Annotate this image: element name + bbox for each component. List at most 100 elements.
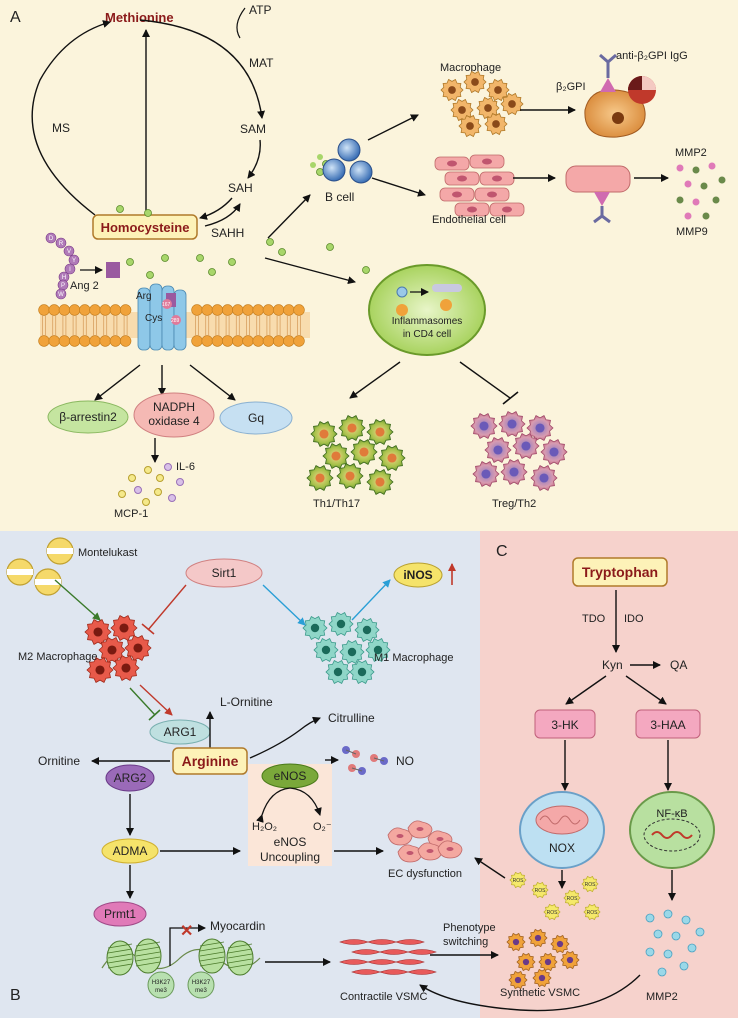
mmp2-label-c: MMP2 — [646, 991, 678, 1003]
sahh-label: SAHH — [211, 226, 244, 240]
homocysteine-label: Homocysteine — [101, 220, 190, 235]
macrophage-label: Macrophage — [440, 62, 501, 74]
ec-cell-cluster — [387, 820, 463, 863]
enos-unc-label-line2: Uncoupling — [260, 850, 320, 864]
prmt1-ellipse — [93, 901, 147, 927]
methionine-to-sam-arrow — [139, 19, 266, 119]
m2-label: M2 Macrophage — [18, 651, 98, 663]
mat-label: MAT — [249, 56, 274, 70]
ornitine-label: Ornitine — [38, 754, 80, 768]
sam-to-sah-arrow — [247, 139, 261, 179]
synthetic-label: Synthetic VSMC — [500, 987, 580, 999]
arrow-to-th1 — [349, 361, 401, 399]
nucleus-outline — [643, 818, 701, 852]
mitochondrion-icon — [535, 805, 589, 835]
ros-label: ROS — [547, 910, 559, 916]
myocardin-blocked-icon: ✕ — [180, 923, 193, 940]
b-cell-label: B cell — [325, 190, 354, 204]
receptor-289-label: 289 — [171, 318, 180, 324]
prmt1-label: Prmt1 — [104, 907, 136, 921]
no-molecules — [342, 746, 388, 775]
myocardin-label: Myocardin — [210, 919, 265, 933]
adma-label: ADMA — [113, 844, 148, 858]
enos-uncoupling-arrows — [256, 787, 322, 823]
tryptophan-label: Tryptophan — [582, 564, 658, 580]
ido-label: IDO — [624, 613, 644, 625]
nadph-ellipse — [133, 392, 215, 438]
arg1-label: ARG1 — [164, 725, 197, 739]
contractile-vsmc-cluster — [339, 939, 437, 975]
gq-label: Gq — [248, 411, 264, 425]
receptor-arg-label: Arg — [136, 291, 152, 302]
arg2-label: ARG2 — [114, 771, 147, 785]
nfkb-label: NF-κB — [656, 808, 687, 820]
panel-c-letter: C — [496, 543, 508, 560]
h3k27-marks — [147, 971, 215, 999]
nadph-label-line1: NADPH — [153, 400, 195, 414]
sirt1-inhibit-bar — [141, 623, 155, 635]
peptide-residue: H — [62, 275, 66, 281]
arginine-to-citrulline-arrow — [249, 716, 321, 759]
peptide-residue: V — [67, 249, 71, 255]
inhibit-bar — [502, 391, 519, 405]
peptide-residue: D — [49, 236, 54, 242]
th1-th17-cells — [306, 415, 406, 495]
methionine-label: Methionine — [105, 10, 174, 25]
arginine-label: Arginine — [182, 753, 239, 769]
b2gpi-label: β₂GPI — [556, 81, 586, 93]
m2-inhibit-bar — [148, 709, 161, 721]
hcy-to-sah-arrow — [204, 203, 241, 227]
b-cell-cluster — [310, 138, 373, 184]
ang2-receptor-block — [106, 262, 120, 278]
peptide-residue: Y — [72, 258, 76, 264]
ros-to-ec-arrow — [474, 857, 506, 879]
sirt1-inhibit-m2 — [147, 584, 187, 631]
kyn-to-3haa-arrow — [625, 675, 667, 705]
citrulline-label: Citrulline — [328, 711, 375, 725]
mcp1-label: MCP-1 — [114, 508, 148, 520]
ros-label: ROS — [585, 882, 597, 888]
ros-label: ROS — [567, 896, 579, 902]
nfkb-cell — [629, 791, 715, 869]
receptor-167-label: 167 — [162, 302, 171, 308]
cd4-cell — [368, 264, 486, 356]
arrow-to-cd4 — [264, 257, 356, 285]
inflammasome-complex — [396, 284, 462, 316]
arginine-box — [172, 747, 248, 775]
sah-label: SAH — [228, 181, 253, 195]
sirt1-label: Sirt1 — [212, 566, 237, 580]
adma-ellipse — [101, 838, 159, 864]
m1-label: M1 Macrophage — [374, 652, 454, 664]
m2-macrophage-cluster — [84, 615, 152, 683]
inhibit-to-treg — [459, 361, 511, 399]
ros-label: ROS — [587, 910, 599, 916]
endothelial-label: Endothelial cell — [432, 214, 506, 226]
contractile-label: Contractile VSMC — [340, 991, 427, 1003]
mmp-molecules — [676, 162, 726, 220]
inos-label: iNOS — [403, 568, 432, 582]
arg2-ellipse — [105, 764, 155, 792]
sirt1-to-m1-arrow — [262, 584, 306, 626]
panel-a-letter: A — [10, 9, 21, 26]
montelukast-pills — [6, 537, 74, 596]
macrophage-cluster — [440, 70, 524, 138]
activated-endothelial-cell — [565, 165, 631, 224]
chromatin-to-myocardin-arrow — [169, 924, 206, 966]
3hk-label: 3-HK — [551, 718, 578, 732]
ros-label: ROS — [535, 888, 547, 894]
enos-unc-label-line1: eNOS — [274, 835, 307, 849]
o2-label: O₂⁻ — [313, 821, 332, 833]
peptide-residue: W — [58, 292, 64, 298]
montelukast-arrow — [54, 579, 101, 621]
cytokine-molecules — [118, 463, 184, 506]
synthetic-vsmc-cluster — [506, 928, 580, 990]
h3k27-b-line2: me3 — [195, 988, 207, 994]
l-ornitine-label: L-Ornitine — [220, 695, 273, 709]
arrow-to-b-cell — [267, 194, 311, 239]
il6-label: IL-6 — [176, 461, 195, 473]
sah-to-hcy-arrow — [199, 197, 233, 220]
peptide-residue: P — [61, 283, 65, 289]
sam-label: SAM — [240, 122, 266, 136]
